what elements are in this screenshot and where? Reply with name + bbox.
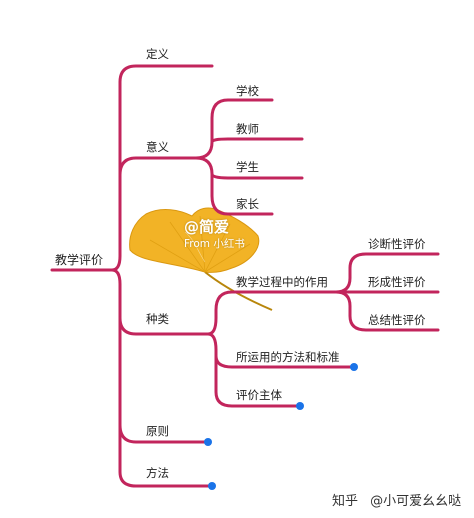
meaning-student-label[interactable]: 学生: [236, 160, 259, 174]
branch-meaning-label[interactable]: 意义: [146, 140, 169, 154]
meaning-parent-label[interactable]: 家长: [236, 197, 259, 211]
branch-methods-label[interactable]: 方法: [146, 466, 169, 480]
collapse-dot-principles[interactable]: [204, 438, 212, 446]
types-subject-label[interactable]: 评价主体: [236, 388, 282, 402]
watermark-handle: @简爱: [184, 218, 230, 236]
root-label[interactable]: 教学评价: [55, 253, 104, 267]
branch-definition-label[interactable]: 定义: [146, 47, 169, 61]
connector-line: [194, 156, 274, 216]
role-summative-label[interactable]: 总结性评价: [368, 313, 426, 327]
ginkgo-leaf-icon: [129, 207, 273, 311]
trunk-top: [110, 64, 214, 272]
meaning-school-label[interactable]: 学校: [236, 84, 259, 98]
role-diagnostic-label[interactable]: 诊断性评价: [368, 237, 426, 251]
branch-meaning-line: [118, 156, 198, 177]
watermark-source: From 小红书: [184, 238, 245, 250]
connector-line: [210, 137, 304, 144]
connector-line: [129, 207, 260, 273]
connector-line: [194, 98, 274, 160]
connector-line: [149, 215, 251, 273]
trunk-bottom: [110, 268, 214, 488]
footer-credit: 知乎 @小可爱幺幺哒: [332, 490, 461, 509]
collapse-dot-methods[interactable]: [208, 482, 216, 490]
types-role-label[interactable]: 教学过程中的作用: [236, 275, 328, 289]
collapse-dot-subject[interactable]: [296, 402, 304, 410]
role-formative-label[interactable]: 形成性评价: [368, 275, 426, 289]
footer-author: @小可爱幺幺哒: [370, 494, 462, 509]
branch-principles-line: [118, 423, 210, 444]
connector-line: [206, 290, 338, 336]
connector-line: [334, 252, 440, 294]
connector-line: [214, 354, 302, 408]
branch-types-line: [118, 316, 210, 336]
connector-line: [184, 231, 206, 263]
branch-principles-label[interactable]: 原则: [146, 424, 169, 438]
connector-line: [210, 172, 304, 180]
types-methods-standards-label[interactable]: 所运用的方法和标准: [236, 350, 340, 364]
meaning-teacher-label[interactable]: 教师: [236, 122, 259, 136]
branch-types-label[interactable]: 种类: [146, 312, 169, 326]
footer-brand: 知乎: [332, 494, 359, 509]
connector-line: [334, 290, 440, 332]
collapse-dot-methods-standards[interactable]: [350, 363, 358, 371]
